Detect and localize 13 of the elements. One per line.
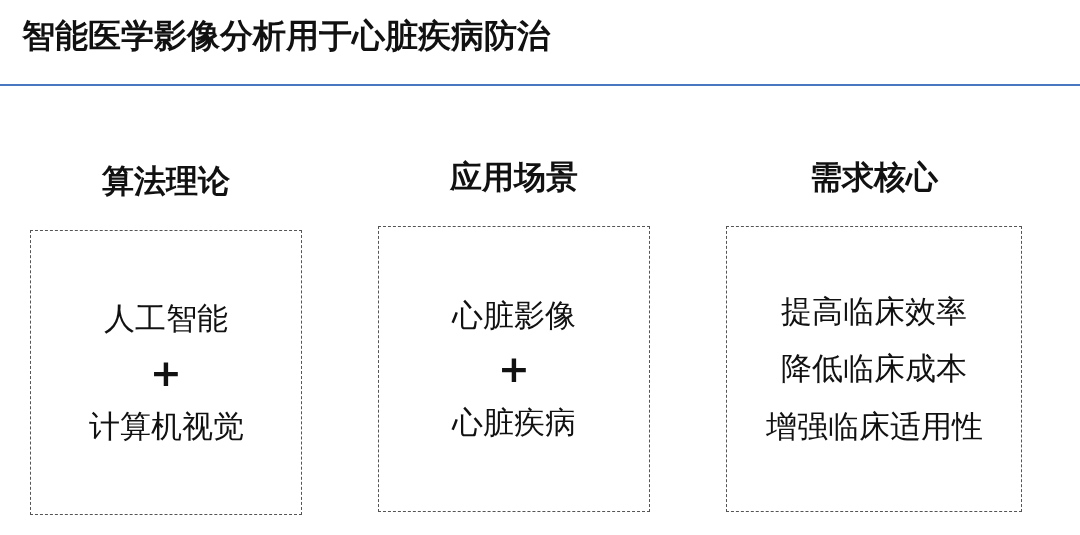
box-text: 增强临床适用性 [765,407,983,445]
page-title: 智能医学影像分析用于心脏疾病防治 [22,15,550,57]
box-text: 计算机视觉 [88,407,244,445]
column-heading: 需求核心 [809,157,939,198]
column-heading: 应用场景 [449,157,579,198]
box-text: 心脏疾病 [452,404,576,442]
box-text: 降低临床成本 [781,350,967,388]
column-heading: 算法理论 [101,161,231,202]
box-text: 人工智能 [104,300,228,338]
plus-sign: + [150,353,182,392]
plus-sign: + [498,350,530,388]
box-text: 心脏影像 [452,296,576,334]
box-text: 提高临床效率 [781,293,967,331]
